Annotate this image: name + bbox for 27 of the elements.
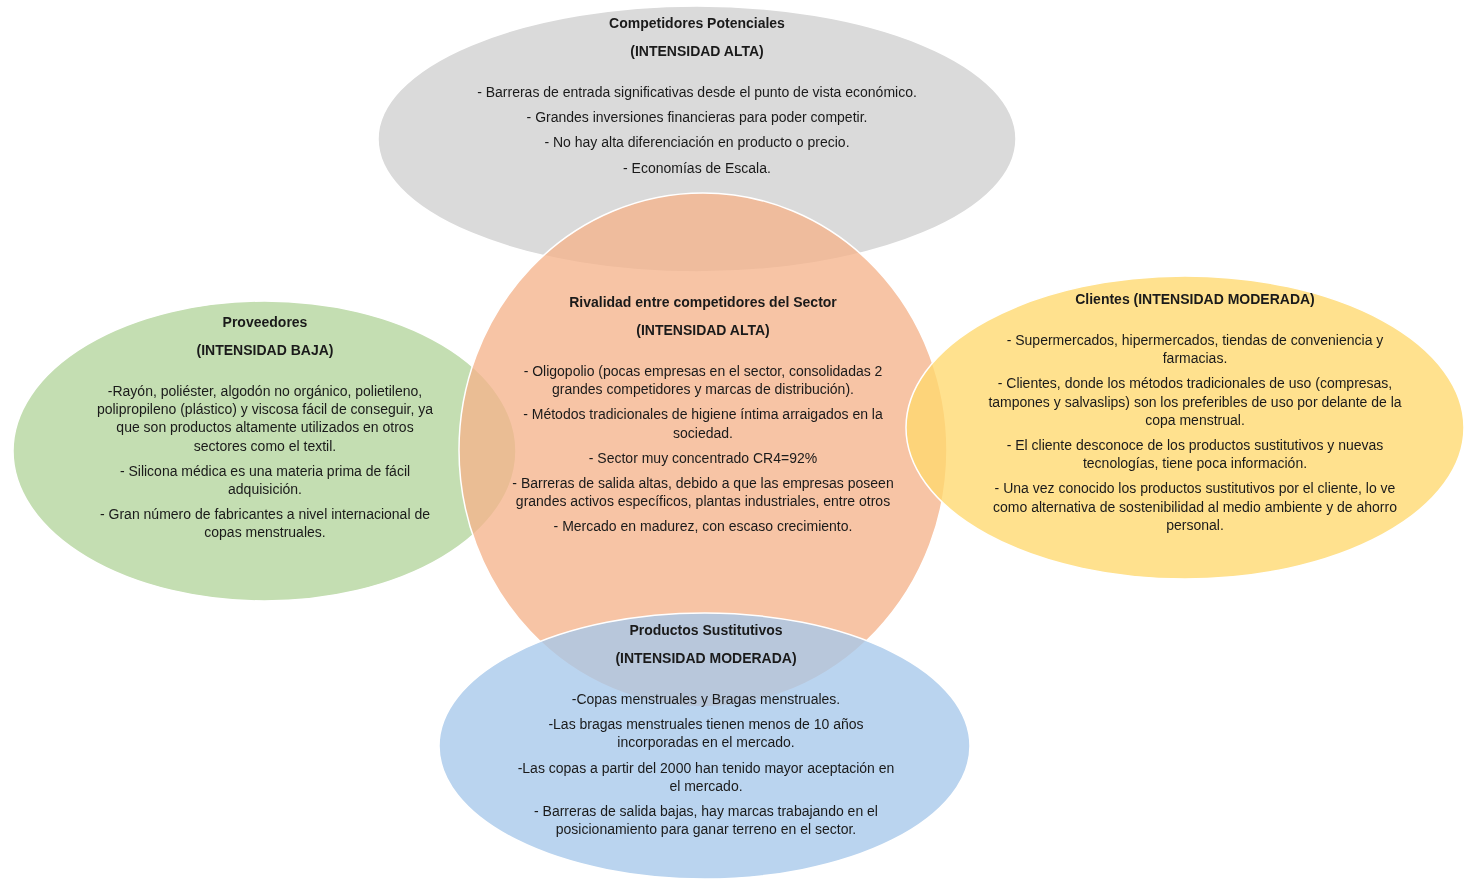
bullet-text: - Clientes, donde los métodos tradicionales de uso (compresas, tampones y salvaslips) son los preferibles de uso por delante de la copa menstrual. <box>987 374 1403 429</box>
force-ellipse <box>438 612 971 880</box>
bullet-text: - No hay alta diferenciación en producto o precio. <box>543 133 851 152</box>
force-heading: Rivalidad entre competidores del Sector (INTENSIDAD ALTA) <box>568 293 838 340</box>
bullet-text: - Silicona médica es una materia prima de fácil adquisición. <box>118 461 412 499</box>
bullet-text: -Rayón, poliéster, algodón no orgánico, polietileno, polipropileno (plástico) y viscosa fácil de conseguir, ya que son productos altamente utilizados en otros sectores como el textil. <box>95 382 435 455</box>
force-heading: Productos Sustitutivos (INTENSIDAD MODERADA) <box>614 621 798 668</box>
bullet-text: - Grandes inversiones financieras para poder competir. <box>525 108 869 127</box>
force-heading: Clientes (INTENSIDAD MODERADA) <box>1074 290 1316 309</box>
bullet-text: - Gran número de fabricantes a nivel internacional de copas menstruales. <box>99 505 431 542</box>
bullet-text: - Sector muy concentrado CR4=92% <box>587 448 819 467</box>
bullet-text: - Una vez conocido los productos sustitutivos por el cliente, lo ve como alternativa de sostenibilidad al medio ambiente y de ahorro personal. <box>992 479 1398 534</box>
bullet-text: - Supermercados, hipermercados, tiendas de conveniencia y farmacias. <box>1005 331 1385 368</box>
bullet-text: - Oligopolio (pocas empresas en el sector, consolidadas 2 grandes competidores y marcas de distribución). <box>522 362 884 399</box>
bullet-text: -Las copas a partir del 2000 han tenido mayor aceptación en el mercado. <box>516 758 896 795</box>
force-heading: Proveedores (INTENSIDAD BAJA) <box>195 313 335 360</box>
force-ellipse <box>905 275 1465 580</box>
bullet-text: - Mercado en madurez, con escaso crecimiento. <box>552 517 854 536</box>
bullet-text: - Barreras de salida bajas, hay marcas trabajando en el posicionamiento para ganar terreno en el sector. <box>533 801 879 839</box>
bullet-text: - Economías de Escala. <box>622 158 772 177</box>
bullet-text: - El cliente desconoce de los productos sustitutivos y nuevas tecnologías, tiene poca información. <box>1005 435 1385 473</box>
force-heading: Competidores Potenciales (INTENSIDAD ALTA) <box>608 14 786 61</box>
bullet-text: -Copas menstruales y Bragas menstruales. <box>570 690 842 709</box>
bullet-text: -Las bragas menstruales tienen menos de 10 años incorporadas en el mercado. <box>547 715 865 752</box>
bullet-text: - Barreras de salida altas, debido a que las empresas poseen grandes activos específicos, plantas industriales, entre otros <box>511 473 895 511</box>
bullet-text: - Barreras de entrada significativas desde el punto de vista económico. <box>476 83 918 102</box>
bullet-text: - Métodos tradicionales de higiene íntima arraigados en la sociedad. <box>522 405 884 442</box>
